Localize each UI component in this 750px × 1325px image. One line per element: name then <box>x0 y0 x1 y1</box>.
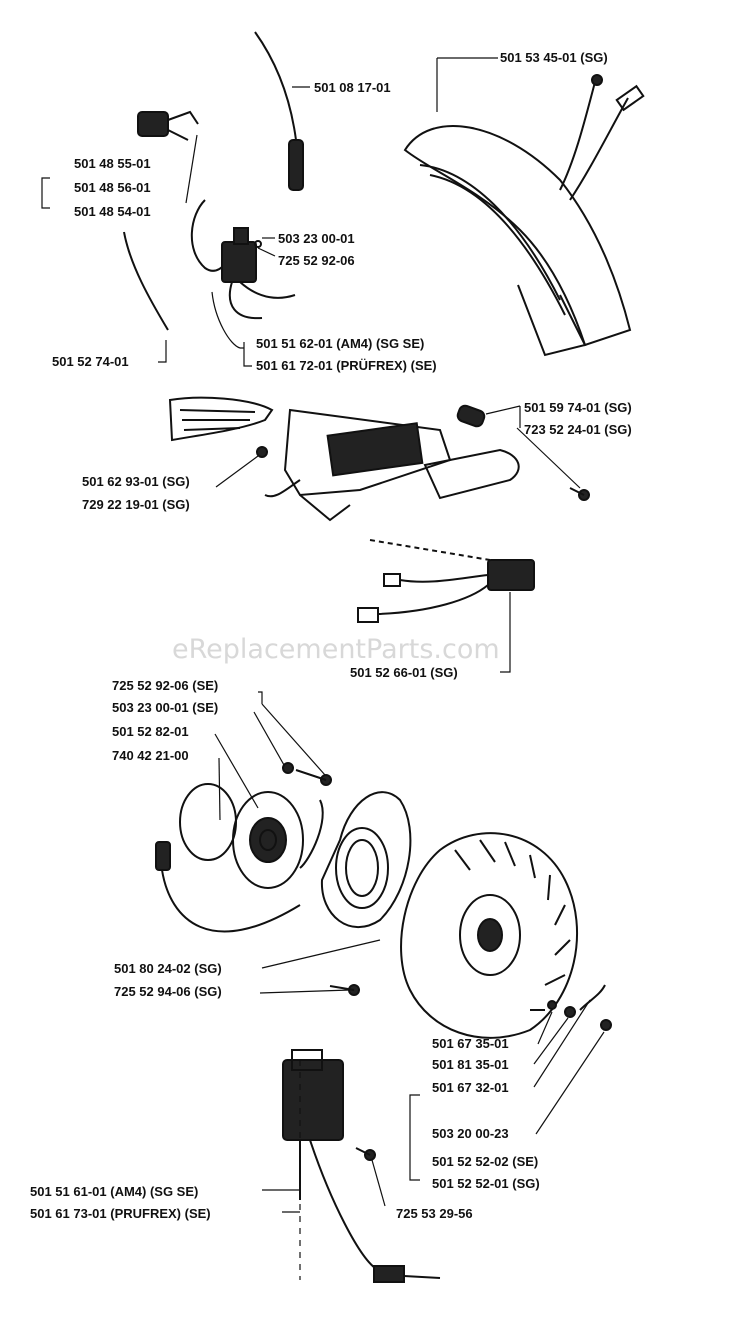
module-connector-drawing <box>357 539 535 623</box>
part-number-label: 723 52 24-01 (SG) <box>524 422 632 437</box>
part-number-label: 501 52 82-01 <box>112 724 189 739</box>
part-number-label: 501 52 52-02 (SE) <box>432 1154 538 1169</box>
part-number-label: 501 52 74-01 <box>52 354 129 369</box>
part-number-label: 501 51 62-01 (AM4) (SG SE) <box>256 336 424 351</box>
part-number-label: 503 23 00-01 <box>278 231 355 246</box>
plug-cap-wire-drawing <box>155 841 301 933</box>
part-number-label: 725 52 92-06 (SE) <box>112 678 218 693</box>
bolt-drawing <box>256 404 590 501</box>
flywheel-drawing <box>400 832 578 1039</box>
starter-pulley-drawing <box>179 783 324 889</box>
part-number-label: 501 81 35-01 <box>432 1057 509 1072</box>
part-number-label: 501 80 24-02 (SG) <box>114 961 222 976</box>
part-number-label: 503 23 00-01 (SE) <box>112 700 218 715</box>
part-number-label: 740 42 21-00 <box>112 748 189 763</box>
part-number-label: 501 51 61-01 (AM4) (SG SE) <box>30 1184 198 1199</box>
part-number-label: 503 20 00-23 <box>432 1126 509 1141</box>
cylinder-cover-drawing <box>403 74 645 357</box>
part-number-label: 501 67 32-01 <box>432 1080 509 1095</box>
fan-housing-ring-drawing <box>320 791 412 929</box>
part-number-label: 501 59 74-01 (SG) <box>524 400 632 415</box>
part-number-label: 501 52 66-01 (SG) <box>350 665 458 680</box>
part-number-label: 729 22 19-01 (SG) <box>82 497 190 512</box>
part-number-label: 501 08 17-01 <box>314 80 391 95</box>
part-number-label: 501 48 56-01 <box>74 180 151 195</box>
part-number-label: 501 61 72-01 (PRÜFREX) (SE) <box>256 358 437 373</box>
spark-plug-lead-drawing <box>254 31 304 191</box>
part-number-label: 501 52 52-01 (SG) <box>432 1176 540 1191</box>
part-number-label: 501 61 73-01 (PRUFREX) (SE) <box>30 1206 211 1221</box>
ignition-coil-drawing <box>190 199 296 320</box>
part-number-label: 501 48 54-01 <box>74 204 151 219</box>
part-number-label: 725 52 94-06 (SG) <box>114 984 222 999</box>
stop-switch-drawing <box>137 110 199 141</box>
watermark: eReplacementParts.com <box>172 634 500 665</box>
ignition-module-housing-drawing <box>168 396 520 522</box>
part-number-label: 501 67 35-01 <box>432 1036 509 1051</box>
part-number-label: 725 53 29-56 <box>396 1206 473 1221</box>
hose-drawing <box>123 231 169 331</box>
part-number-label: 501 48 55-01 <box>74 156 151 171</box>
ignition-module-drawing <box>282 1049 441 1283</box>
part-number-label: 725 52 92-06 <box>278 253 355 268</box>
hardware-drawing <box>282 762 612 1031</box>
part-number-label: 501 53 45-01 (SG) <box>500 50 608 65</box>
part-number-label: 501 62 93-01 (SG) <box>82 474 190 489</box>
